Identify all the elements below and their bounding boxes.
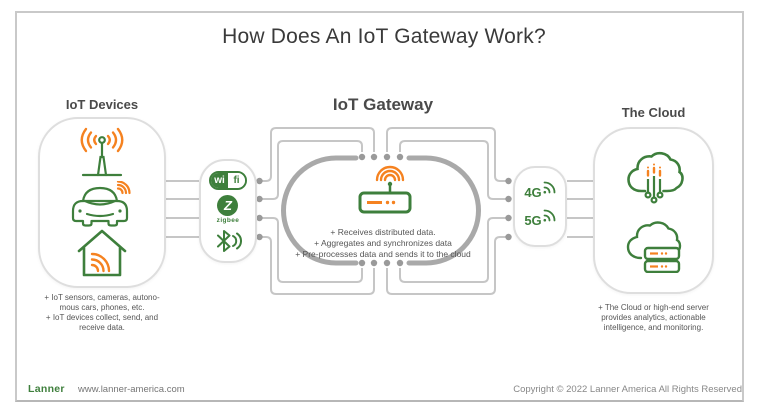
copyright-text: Copyright © 2022 Lanner America All Righ… — [513, 384, 742, 395]
bluetooth-icon — [217, 229, 242, 252]
lanner-logo: Lanner — [28, 383, 65, 395]
cloud-box — [593, 127, 714, 294]
protocols-pill: wi fi Z zigbee — [199, 159, 257, 263]
devices-caption: + IoT sensors, cameras, autono- mous car… — [44, 293, 160, 332]
network-pill: 4G 5G — [513, 166, 567, 247]
gateway-heading: IoT Gateway — [332, 95, 434, 114]
signal-arcs-icon — [543, 181, 556, 194]
gateway-bullets: + Receives distributed data. + Aggregate… — [295, 227, 471, 259]
smart-home-icon — [77, 229, 127, 277]
network-5g: 5G — [524, 209, 556, 228]
router-icon — [358, 165, 412, 214]
network-4g: 4G — [524, 181, 556, 200]
page-title: How Does An IoT Gateway Work? — [222, 25, 546, 48]
iot-devices-box — [38, 117, 166, 288]
cloud-heading: The Cloud — [621, 105, 686, 120]
cloud-caption: + The Cloud or high-end server provides … — [598, 303, 709, 332]
cloud-analytics-icon — [626, 151, 684, 204]
devices-heading: IoT Devices — [65, 97, 139, 112]
signal-arcs-icon — [543, 209, 556, 222]
wifi-logo-icon: wi fi — [209, 170, 247, 190]
website-url: www.lanner-america.com — [78, 384, 185, 395]
connected-car-icon — [71, 180, 131, 227]
antenna-icon — [80, 127, 124, 176]
border-frame — [15, 11, 744, 402]
cloud-server-icon — [626, 221, 681, 273]
zigbee-logo-icon: Z zigbee — [217, 195, 240, 224]
